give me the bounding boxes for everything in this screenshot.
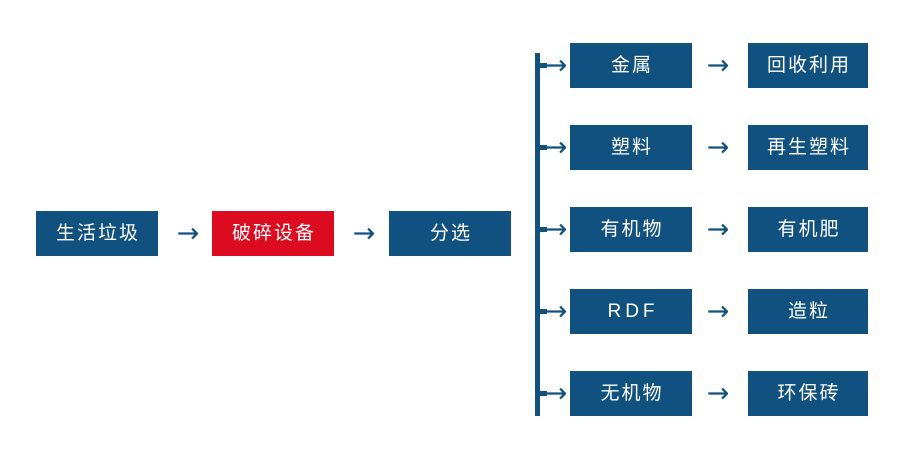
fraction-box-plastic: 塑料 — [570, 125, 692, 170]
distribution-line — [535, 53, 540, 416]
arrow-right-icon-branch-4: → — [544, 296, 568, 327]
branch-stub-4 — [535, 309, 547, 314]
product-box-recycled-plastic: 再生塑料 — [748, 125, 868, 170]
product-box-organic-fertilizer: 有机肥 — [748, 207, 868, 252]
process-box-sorting: 分选 — [389, 211, 511, 256]
arrow-right-icon-branch-5: → — [544, 378, 568, 409]
arrow-right-icon-main-2: → — [352, 218, 376, 249]
fraction-box-rdf: RDF — [570, 289, 692, 334]
process-box-input: 生活垃圾 — [36, 211, 158, 256]
arrow-right-icon-product-5: → — [706, 378, 730, 409]
branch-stub-1 — [535, 63, 547, 68]
arrow-right-icon-main-1: → — [176, 218, 200, 249]
arrow-right-icon-product-4: → — [706, 296, 730, 327]
branch-stub-3 — [535, 227, 547, 232]
arrow-right-icon-product-3: → — [706, 214, 730, 245]
process-box-crusher: 破碎设备 — [212, 211, 334, 256]
product-box-recycling: 回收利用 — [748, 43, 868, 88]
arrow-right-icon-product-2: → — [706, 132, 730, 163]
branch-stub-5 — [535, 391, 547, 396]
product-box-eco-brick: 环保砖 — [748, 371, 868, 416]
branch-stub-2 — [535, 145, 547, 150]
fraction-box-inorganic: 无机物 — [570, 371, 692, 416]
fraction-box-organic: 有机物 — [570, 207, 692, 252]
arrow-right-icon-branch-1: → — [544, 50, 568, 81]
arrow-right-icon-branch-3: → — [544, 214, 568, 245]
arrow-right-icon-branch-2: → — [544, 132, 568, 163]
arrow-right-icon-product-1: → — [706, 50, 730, 81]
fraction-box-metal: 金属 — [570, 43, 692, 88]
product-box-pelletizing: 造粒 — [748, 289, 868, 334]
